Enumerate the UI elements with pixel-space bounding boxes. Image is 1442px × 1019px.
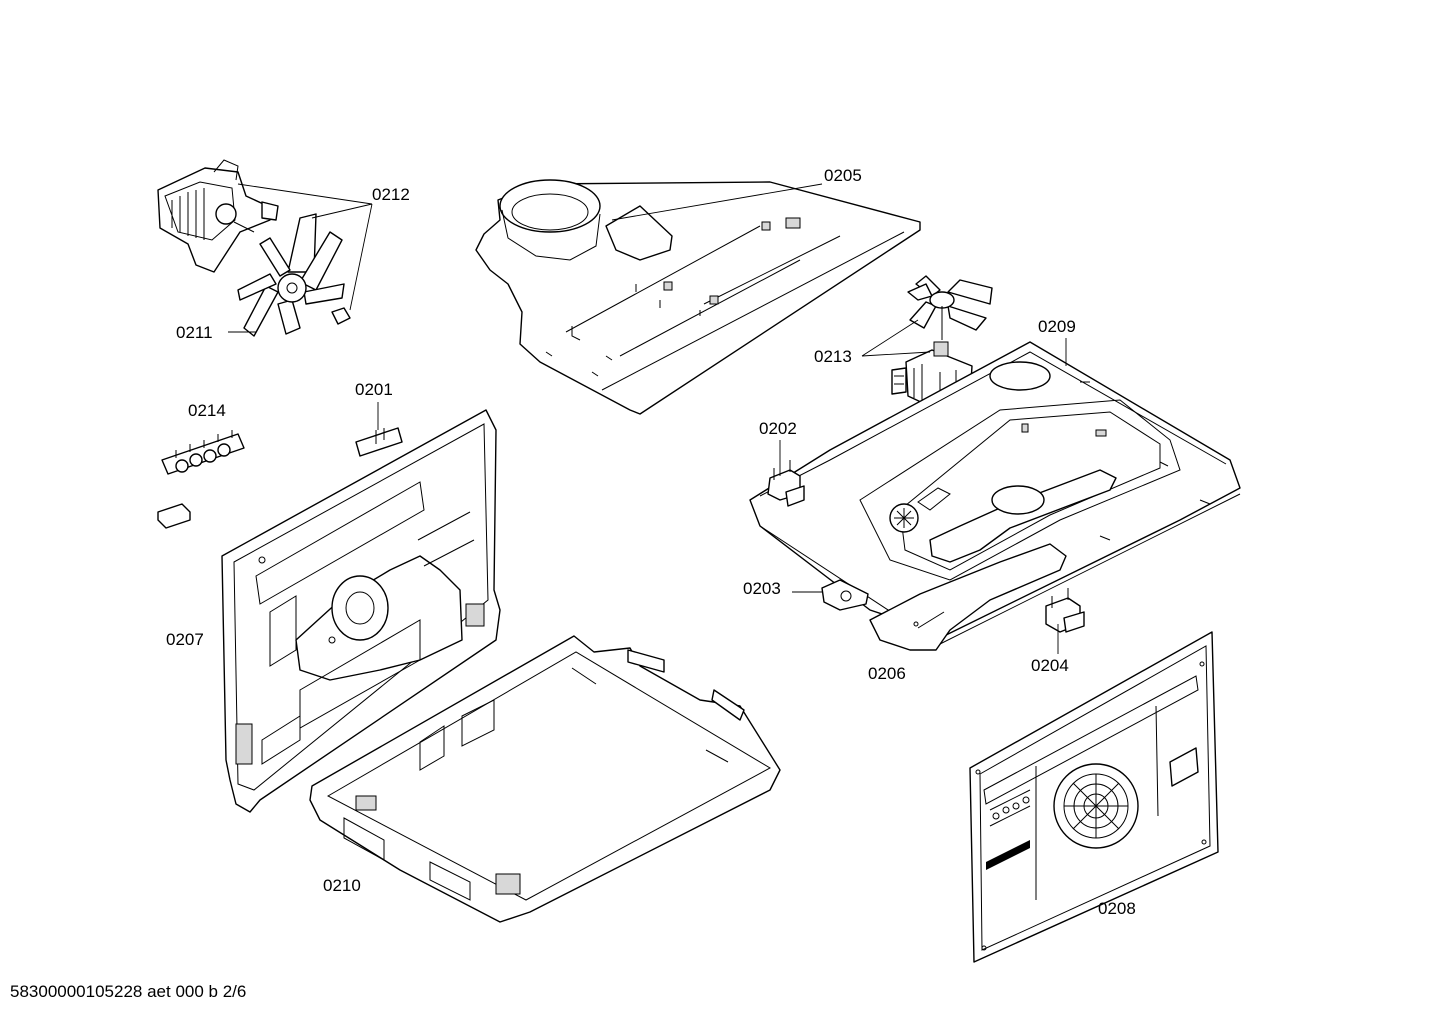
terminal-block [157, 430, 245, 529]
connector-0201 [355, 427, 403, 457]
label-0201: 0201 [355, 380, 393, 399]
front-panel [969, 631, 1219, 963]
label-0213: 0213 [814, 347, 852, 366]
label-0202: 0202 [759, 419, 797, 438]
convection-fan-motor [157, 159, 279, 273]
leader-lines [228, 183, 1067, 654]
cover-plate-0206 [869, 543, 1067, 651]
bottom-tray [309, 635, 781, 923]
cooling-duct-cover [475, 179, 921, 415]
label-0204: 0204 [1031, 656, 1069, 675]
label-0206: 0206 [868, 664, 906, 683]
thermostat-0202 [767, 460, 805, 507]
label-0203: 0203 [743, 579, 781, 598]
label-0205: 0205 [824, 166, 862, 185]
label-0214: 0214 [188, 401, 226, 420]
bracket-0203 [821, 579, 869, 611]
rear-panel [221, 409, 501, 813]
label-0211: 0211 [176, 323, 213, 342]
label-0207: 0207 [166, 630, 204, 649]
label-0210: 0210 [323, 876, 361, 895]
label-0209: 0209 [1038, 317, 1076, 336]
thermostat-0204 [1045, 588, 1085, 633]
cooling-fan-motor [891, 275, 993, 411]
base-plate [749, 341, 1241, 645]
label-0212: 0212 [372, 185, 410, 204]
document-reference: 58300000105228 aet 000 b 2/6 [10, 982, 247, 1001]
fan-nut [331, 307, 351, 325]
fan-wheel [237, 213, 345, 337]
label-0208: 0208 [1098, 899, 1136, 918]
